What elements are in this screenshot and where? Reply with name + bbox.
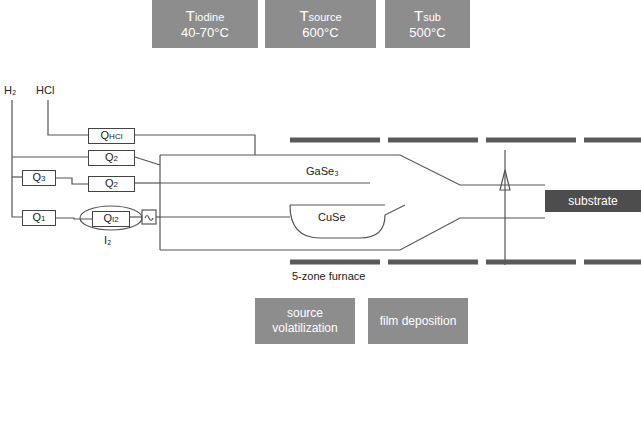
reactor-tube: [159, 155, 160, 250]
part-label: HCl: [36, 84, 54, 96]
box-value: 40-70°C: [181, 25, 229, 41]
box-label: QI2: [103, 212, 118, 226]
h2-line: [12, 100, 22, 217]
gas-line: [56, 178, 88, 184]
flow-controller: Q2: [88, 176, 135, 192]
box-label: Q2: [105, 151, 118, 165]
furnace-bar: [290, 138, 641, 143]
source-boat: [290, 205, 405, 238]
box-label: QHCl: [101, 129, 123, 143]
gas-line: [56, 218, 92, 219]
part-label: GaSe₃: [306, 165, 339, 177]
source-boat: [290, 204, 385, 205]
h2-branch: [12, 176, 22, 177]
flow-controller: QI2: [92, 211, 130, 227]
iodine-bubbler: [80, 206, 142, 230]
flow-controller: Q1: [22, 210, 56, 226]
hcl-line: [48, 100, 88, 135]
flow-controller: Q3: [22, 170, 56, 186]
box-label: source volatilization: [261, 306, 349, 336]
box-label: Tsub: [414, 8, 441, 25]
furnace-bar: [290, 260, 641, 265]
part-label: I₂: [104, 234, 111, 246]
temperature-box: Tsource600°C: [265, 0, 376, 48]
part-label: CuSe: [318, 211, 346, 223]
flow-controller: Q2: [88, 150, 135, 166]
part-label: H₂: [4, 84, 16, 96]
stage-box: film deposition: [368, 298, 468, 344]
box-label: Q1: [32, 211, 45, 225]
gas-feed: [135, 182, 160, 183]
part-label: 5-zone furnace: [292, 270, 365, 282]
box-value: 600°C: [302, 25, 338, 41]
substrate-box: substrate: [545, 190, 641, 212]
gas-feed: [130, 216, 142, 217]
thermocouple-tip: [500, 170, 510, 190]
reactor-tube: [160, 218, 545, 250]
stage-box: source volatilization: [255, 298, 355, 344]
h2-branch: [12, 156, 88, 157]
box-label: Q3: [32, 171, 45, 185]
hcl-feed: [135, 135, 255, 155]
box-label: substrate: [568, 194, 617, 208]
valve-box: [142, 210, 156, 224]
reactor-tube: [160, 155, 545, 185]
inner-tube: [160, 216, 290, 217]
flow-controller: QHCl: [88, 128, 135, 144]
box-label: Tiodine: [186, 8, 225, 25]
gas-feed: [135, 157, 160, 165]
inner-tube: [160, 182, 370, 183]
valve-symbol: [145, 216, 153, 221]
thermocouple: [504, 150, 505, 265]
box-label: film deposition: [380, 314, 457, 329]
box-value: 500°C: [409, 25, 445, 41]
temperature-box: Tiodine40-70°C: [152, 0, 258, 48]
box-label: Q2: [105, 177, 118, 191]
temperature-box: Tsub500°C: [385, 0, 470, 48]
box-label: Tsource: [299, 8, 341, 25]
